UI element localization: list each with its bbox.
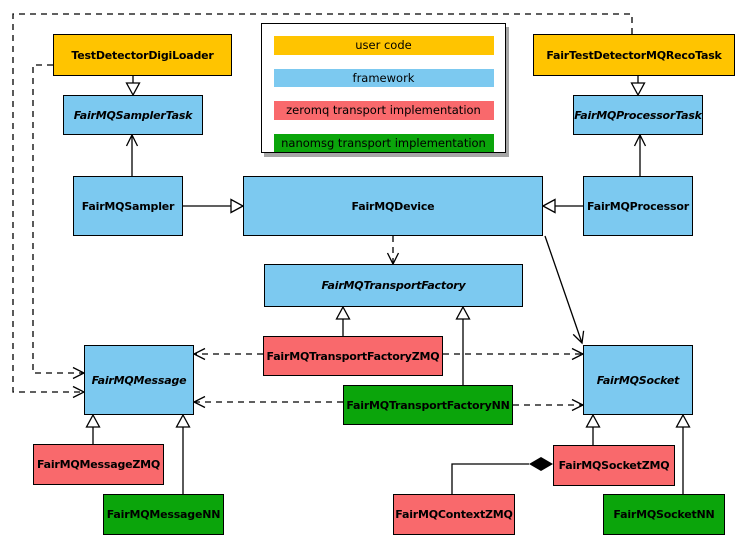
node-label: FairMQSocketZMQ [558, 459, 670, 472]
node-label: FairMQMessage [91, 373, 187, 387]
node-testdetectordigiloader: TestDetectorDigiLoader [53, 34, 232, 76]
node-fairmqtransportfactorynn: FairMQTransportFactoryNN [343, 385, 513, 425]
legend-item-framework: framework [273, 68, 494, 87]
open-arrowhead-icon [125, 133, 139, 147]
inheritance-triangle-icon [675, 413, 691, 428]
node-fairmqmessage: FairMQMessage [84, 345, 194, 415]
node-label: FairTestDetectorMQRecoTask [546, 48, 722, 62]
node-label: FairMQTransportFactory [321, 279, 466, 292]
node-label: FairMQProcessor [587, 199, 689, 213]
node-label: FairMQProcessorTask [574, 108, 702, 122]
node-label: FairMQSampler [81, 199, 175, 213]
open-arrowhead-icon [633, 133, 647, 147]
legend-item-user_code: user code [273, 36, 494, 55]
inheritance-triangle-icon [175, 413, 191, 428]
node-fairmqsocketzmq: FairMQSocketZMQ [553, 445, 675, 486]
edge-fairmqcontextzmq-to-fairmqsocketzmq [451, 463, 529, 494]
legend-label: nanomsg transport implementation [281, 135, 486, 150]
node-fairmqtransportfactoryzmq: FairMQTransportFactoryZMQ [263, 336, 443, 376]
legend-label: zeromq transport implementation [286, 103, 481, 118]
inheritance-triangle-icon [585, 413, 601, 428]
inheritance-triangle-icon [630, 82, 646, 97]
edge-testdetectordigiloader-to-fairmqmessage [32, 64, 84, 374]
node-fairmqmessagezmq: FairMQMessageZMQ [33, 444, 164, 485]
node-label: FairMQTransportFactoryNN [346, 398, 510, 412]
node-fairmqsocketnn: FairMQSocketNN [603, 494, 725, 535]
legend-label: framework [352, 70, 415, 85]
inheritance-triangle-icon [455, 305, 471, 320]
node-fairmqdevice: FairMQDevice [243, 176, 543, 236]
node-fairtestdetectormqrecotask: FairTestDetectorMQRecoTask [533, 34, 735, 76]
edge-fairtestdetectormqrecotask-to-fairmqmessage [12, 13, 633, 393]
composition-diamond-icon [529, 457, 553, 471]
inheritance-triangle-icon [230, 198, 245, 214]
node-label: FairMQMessageNN [106, 508, 221, 521]
node-fairmqsamplertask: FairMQSamplerTask [63, 95, 203, 135]
node-label: FairMQTransportFactoryZMQ [266, 349, 440, 363]
legend: user code framework zeromq transport imple… [261, 23, 506, 153]
legend-item-zeromq: zeromq transport implementation [273, 101, 494, 120]
legend-label: user code [355, 38, 412, 53]
inheritance-triangle-icon [335, 305, 351, 320]
open-arrowhead-icon [192, 347, 206, 361]
node-fairmqtransportfactory: FairMQTransportFactory [264, 264, 523, 307]
node-label: FairMQDevice [351, 199, 435, 213]
node-fairmqsocket: FairMQSocket [583, 345, 693, 415]
node-fairmqcontextzmq: FairMQContextZMQ [393, 494, 515, 535]
open-arrowhead-icon [572, 330, 585, 345]
edge-fairmqdevice-to-fairmqsocket [544, 235, 583, 344]
node-fairmqprocessortask: FairMQProcessorTask [573, 95, 703, 135]
node-label: FairMQContextZMQ [395, 508, 513, 521]
node-fairmqsampler: FairMQSampler [73, 176, 183, 236]
node-fairmqmessagenn: FairMQMessageNN [103, 494, 224, 535]
inheritance-triangle-icon [85, 413, 101, 428]
open-arrowhead-icon [192, 395, 206, 409]
node-fairmqprocessor: FairMQProcessor [583, 176, 693, 236]
node-label: FairMQSamplerTask [73, 108, 193, 122]
node-label: FairMQMessageZMQ [36, 458, 161, 471]
legend-item-nanomsg: nanomsg transport implementation [273, 133, 494, 152]
node-label: FairMQSocket [596, 373, 680, 387]
inheritance-triangle-icon [541, 198, 556, 214]
inheritance-triangle-icon [125, 82, 141, 97]
node-label: FairMQSocketNN [613, 508, 715, 521]
node-label: TestDetectorDigiLoader [71, 48, 214, 62]
